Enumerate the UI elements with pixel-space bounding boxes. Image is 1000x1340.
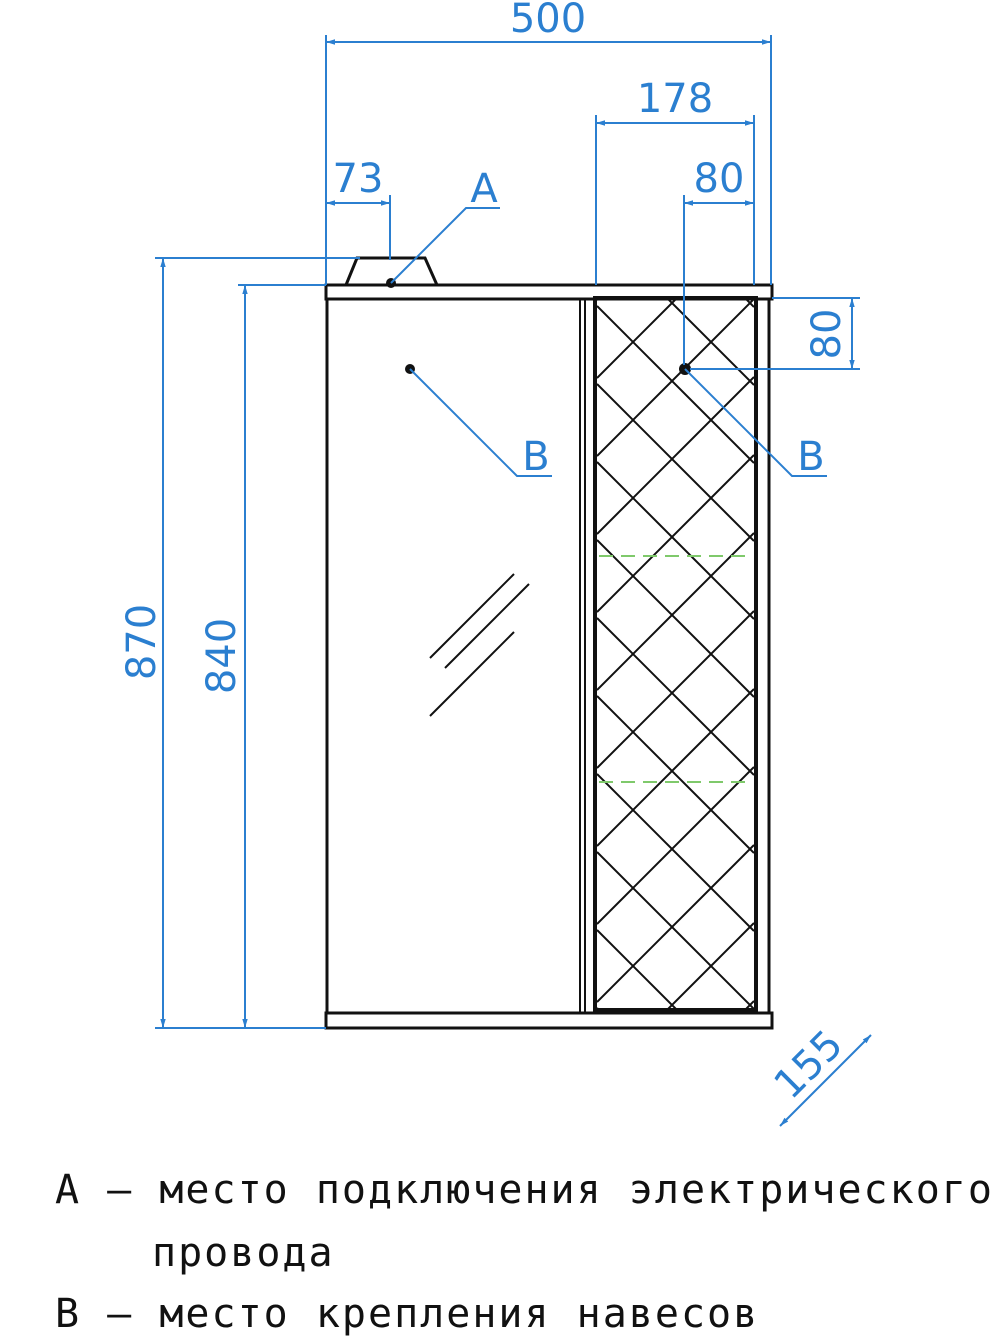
lattice-line	[597, 383, 754, 542]
lattice-line	[597, 851, 754, 1008]
dim-depth: 155	[766, 1022, 853, 1109]
lattice-line	[597, 454, 754, 613]
lattice-line	[597, 688, 754, 847]
cabinet-outline	[324, 256, 774, 1030]
dim-total-width: 500	[510, 0, 586, 42]
marker-b-right: B	[797, 434, 824, 480]
dim-mount-offset-right: 80	[694, 156, 745, 202]
legend-a-line1: А – место подключения электрического	[55, 1167, 994, 1213]
cabinet-top-cap	[324, 283, 774, 301]
dim-line-155	[779, 1034, 872, 1127]
side-door-frame	[593, 296, 758, 1012]
lattice-line	[597, 1007, 599, 1008]
cabinet-bottom-cap	[324, 1011, 774, 1030]
mirror-door	[429, 299, 586, 1013]
dimension-lines	[155, 35, 872, 1127]
legend-b-line: В – место крепления навесов	[55, 1291, 759, 1337]
dimension-labels: 500 178 73 80 80 870 840 155 A B B	[119, 0, 852, 1108]
lattice-line	[597, 300, 677, 379]
lattice-line	[597, 617, 754, 776]
dim-total-height: 870	[119, 604, 165, 680]
side-door-lattice	[597, 300, 754, 1008]
side-door	[593, 296, 758, 1012]
lattice-line	[597, 610, 754, 769]
dim-mount-offset-top: 80	[804, 309, 850, 360]
lattice-line	[597, 695, 754, 854]
dim-side-width: 178	[637, 76, 713, 122]
lattice-line	[597, 461, 754, 620]
leader-b-left	[409, 368, 552, 477]
lattice-line	[597, 929, 677, 1008]
legend: А – место подключения электрического про…	[55, 1167, 994, 1337]
marker-b-left: B	[522, 434, 549, 480]
marker-a: A	[470, 166, 498, 212]
mirror-reflection-lines	[429, 573, 530, 717]
lattice-line	[667, 300, 754, 386]
lattice-line	[597, 300, 754, 457]
lattice-line	[667, 922, 754, 1008]
lattice-line	[745, 1000, 754, 1008]
dim-top-offset: 73	[333, 156, 384, 202]
lattice-line	[597, 539, 754, 698]
lattice-line	[597, 844, 754, 1003]
lattice-line	[597, 532, 754, 691]
lattice-line	[597, 376, 754, 535]
leader-b-right	[684, 368, 827, 477]
lattice-line	[597, 305, 754, 464]
lattice-line	[597, 766, 754, 925]
legend-a-line2: провода	[152, 1230, 335, 1276]
leader-a	[390, 207, 500, 284]
dim-body-height: 840	[199, 618, 245, 694]
lattice-line	[597, 773, 754, 932]
